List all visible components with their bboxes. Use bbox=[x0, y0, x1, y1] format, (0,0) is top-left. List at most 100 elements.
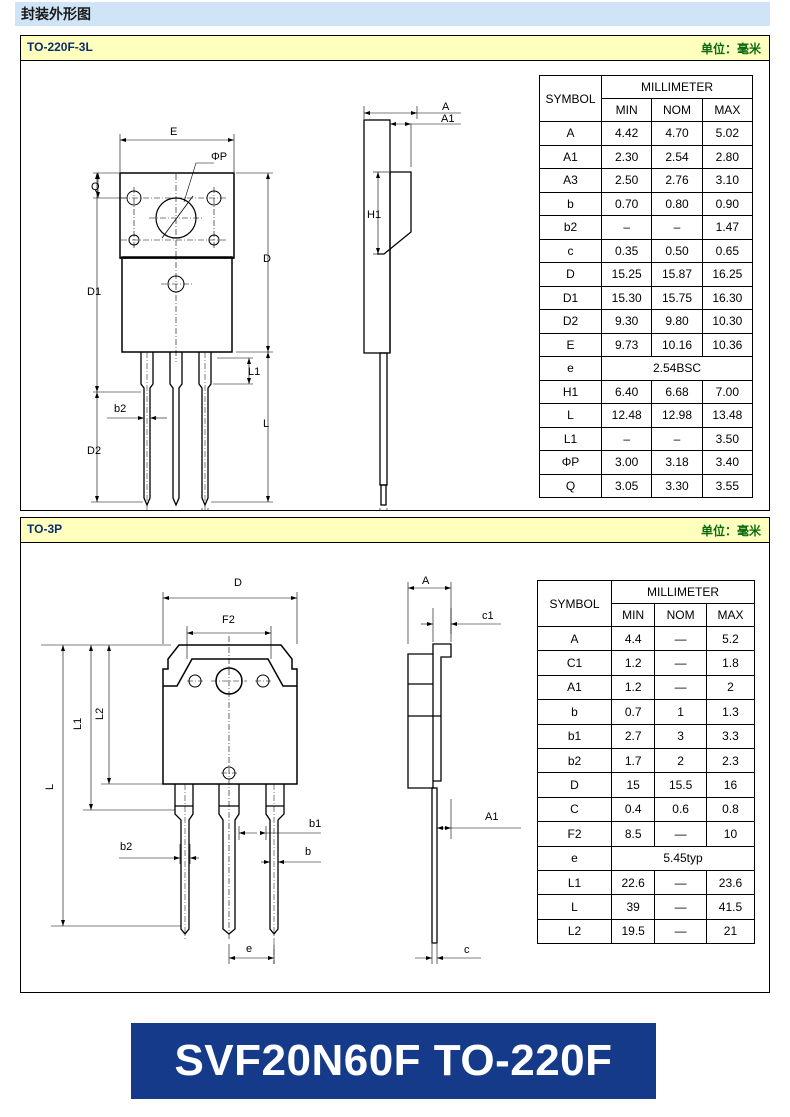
dim-label-A: A bbox=[442, 101, 450, 113]
nom-cell: 9.80 bbox=[651, 309, 703, 334]
dim-label-b1: b1 bbox=[309, 818, 321, 830]
max-cell: 2.80 bbox=[701, 144, 754, 169]
max-cell: 0.65 bbox=[701, 238, 754, 263]
nom-cell: – bbox=[651, 215, 703, 240]
panel-title-bar: TO-3P 单位：毫米 bbox=[21, 518, 769, 543]
max-cell: 1.3 bbox=[705, 699, 756, 725]
nom-cell: 2 bbox=[654, 747, 707, 774]
col-header: NOM bbox=[651, 98, 703, 122]
col-header: MAX bbox=[701, 98, 754, 122]
dim-label-F2: F2 bbox=[222, 614, 235, 626]
max-cell: 10.36 bbox=[701, 332, 754, 357]
symbol-cell: A3 bbox=[539, 168, 602, 193]
symbol-cell: L bbox=[539, 403, 602, 428]
nom-cell: 15.5 bbox=[654, 772, 707, 798]
symbol-cell: A bbox=[539, 121, 602, 146]
dim-label-e: e bbox=[158, 508, 164, 510]
max-cell: 10 bbox=[705, 821, 756, 847]
max-cell: 16 bbox=[705, 772, 756, 798]
min-cell: 4.4 bbox=[610, 625, 656, 652]
min-cell: 1.2 bbox=[610, 674, 656, 701]
max-cell: 1.47 bbox=[701, 215, 754, 240]
min-cell: 0.70 bbox=[600, 191, 653, 216]
leads bbox=[174, 784, 285, 936]
min-cell: 3.05 bbox=[600, 473, 653, 498]
max-cell: 1.8 bbox=[705, 650, 756, 676]
symbol-cell: b1 bbox=[537, 723, 612, 749]
symbol-cell: E bbox=[539, 332, 602, 357]
col-header: MAX bbox=[705, 603, 756, 627]
dim-label-D1: D1 bbox=[87, 286, 101, 298]
nom-cell: 6.68 bbox=[651, 379, 703, 404]
max-cell: 2.3 bbox=[705, 747, 756, 774]
symbol-cell: b2 bbox=[537, 747, 612, 774]
package-body bbox=[162, 644, 298, 785]
min-cell: 15 bbox=[610, 772, 656, 798]
max-cell: 3.10 bbox=[701, 168, 754, 193]
dim-label-D2: D2 bbox=[87, 445, 101, 457]
table-row: b2––1.47 bbox=[539, 215, 754, 240]
col-header: MIN bbox=[600, 98, 653, 122]
max-cell: 10.30 bbox=[701, 309, 754, 334]
min-cell: 3.00 bbox=[600, 450, 653, 475]
symbol-header: SYMBOL bbox=[539, 75, 602, 122]
max-cell: 21 bbox=[705, 918, 756, 945]
max-cell: 16.25 bbox=[701, 262, 754, 287]
symbol-cell: e bbox=[537, 845, 612, 871]
min-cell: 9.30 bbox=[600, 309, 653, 334]
section-header: 封装外形图 bbox=[15, 2, 770, 26]
dim-label-b: b bbox=[305, 846, 311, 858]
max-cell: 23.6 bbox=[705, 869, 756, 896]
symbol-cell: H1 bbox=[539, 379, 602, 404]
package-name: TO-220F-3L bbox=[27, 40, 93, 54]
min-cell: 15.25 bbox=[600, 262, 653, 287]
symbol-cell: D bbox=[537, 772, 612, 798]
min-cell: 39 bbox=[610, 894, 656, 920]
unit-group-header: MILLIMETER bbox=[611, 580, 755, 604]
dim-label-D: D bbox=[234, 577, 242, 589]
nom-cell: — bbox=[654, 894, 707, 920]
max-cell: 5.02 bbox=[701, 121, 754, 146]
dim-label-H1: H1 bbox=[367, 209, 381, 221]
min-cell: 6.40 bbox=[600, 379, 653, 404]
min-cell: 9.73 bbox=[600, 332, 653, 357]
symbol-cell: b2 bbox=[539, 215, 602, 240]
nom-cell: 3 bbox=[654, 723, 707, 749]
dim-label-b2: b2 bbox=[114, 403, 126, 415]
nom-cell: — bbox=[654, 918, 707, 945]
symbol-cell: L1 bbox=[539, 426, 602, 451]
dim-label-L1: L1 bbox=[72, 718, 84, 730]
nom-cell: 0.6 bbox=[654, 796, 707, 823]
dim-label-A: A bbox=[422, 575, 430, 587]
col-header: MIN bbox=[610, 603, 656, 627]
symbol-cell: L bbox=[537, 894, 612, 920]
symbol-cell: ΦP bbox=[539, 450, 602, 475]
dim-label-L: L bbox=[263, 418, 269, 430]
dim-label-L: L bbox=[44, 784, 56, 790]
nom-cell: — bbox=[654, 869, 707, 896]
to220f-drawing: E ΦP Q D D1 L1 L b2 D2 e b bbox=[87, 101, 461, 510]
min-cell: 1.2 bbox=[610, 650, 656, 676]
leads bbox=[140, 352, 212, 507]
dim-label-phiP: ΦP bbox=[211, 151, 227, 163]
symbol-cell: Q bbox=[539, 473, 602, 498]
